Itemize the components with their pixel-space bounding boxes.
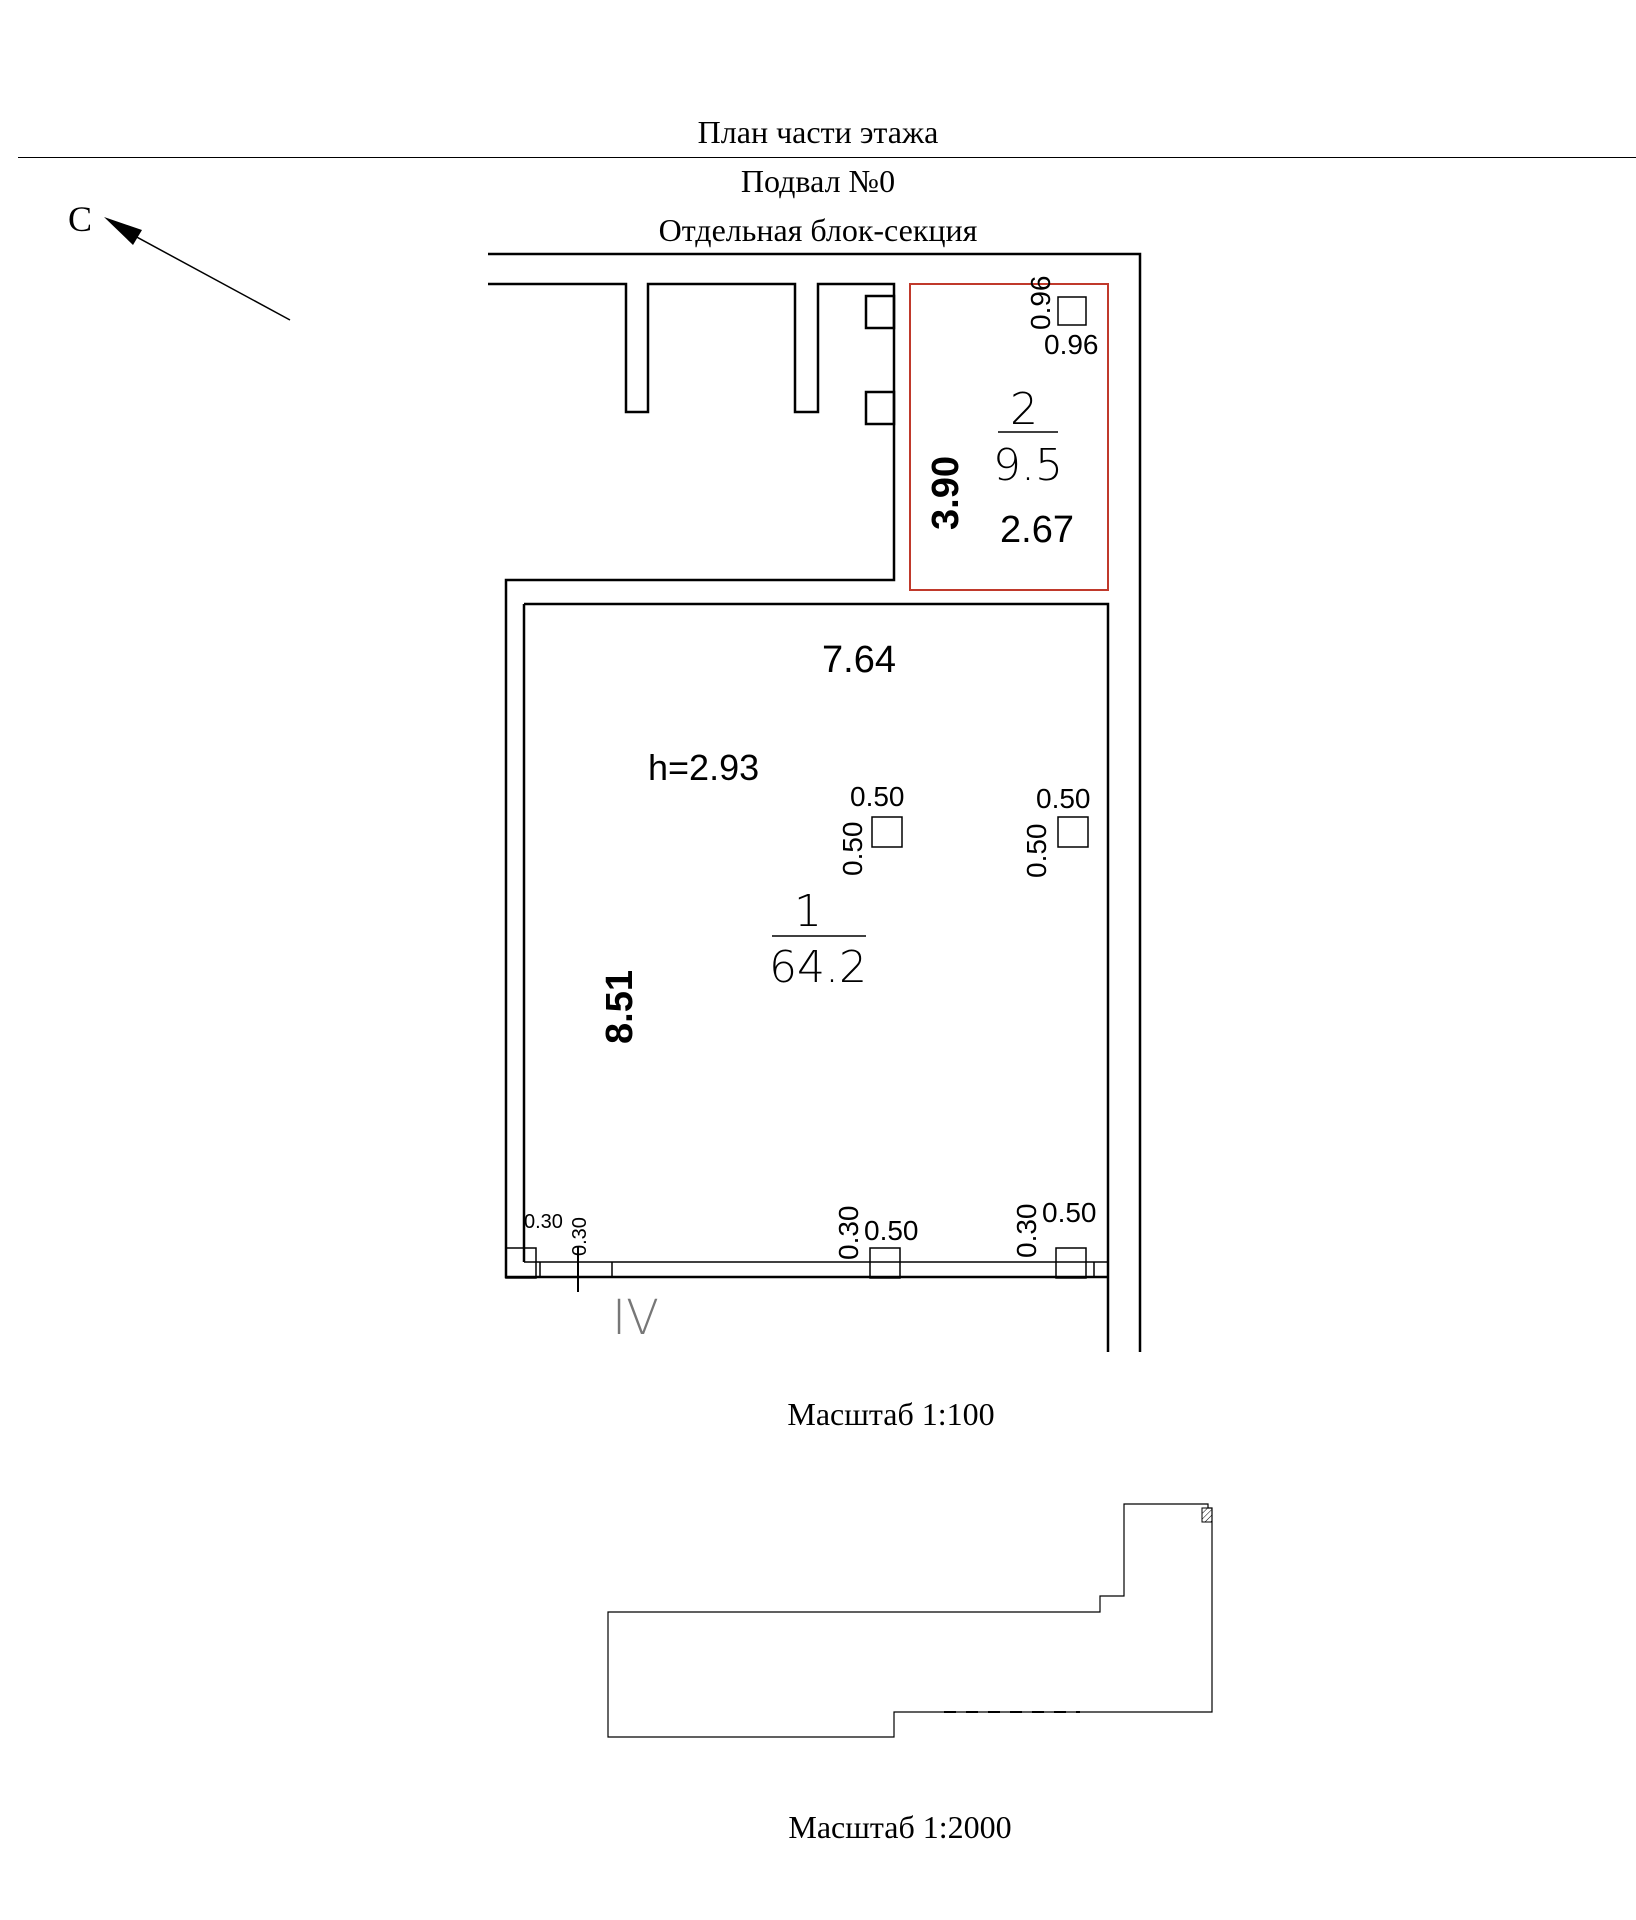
col-right-width: 0.50 [1036, 783, 1091, 814]
column-corner [505, 1247, 537, 1279]
niche-2 [864, 390, 896, 426]
room1-width-dim: 7.64 [822, 639, 896, 681]
column-mid [871, 816, 903, 848]
col-mid-height: 0.50 [837, 822, 868, 877]
bottom-col1-width: 0.50 [864, 1215, 919, 1246]
room2-height-dim: 3.90 [925, 456, 967, 530]
inner-top-wall [488, 282, 1108, 1279]
key-plan-hatch [1201, 1507, 1213, 1523]
bottom-col1-height: 0.30 [833, 1206, 864, 1261]
bottom-col2-height: 0.30 [1011, 1204, 1042, 1259]
bottom-col2-width: 0.50 [1042, 1197, 1097, 1228]
floor-label: Подвал №0 [740, 163, 896, 199]
north-arrow-line [119, 227, 291, 321]
col-right-height: 0.50 [1021, 824, 1052, 879]
key-plan-outline [607, 1503, 1213, 1738]
column-bottom-1 [869, 1247, 901, 1279]
corner-height: 0.30 [569, 1217, 591, 1256]
room1-number: 1 [794, 886, 822, 937]
north-arrow: С [68, 199, 291, 321]
column-bottom-2 [1055, 1247, 1087, 1279]
col-mid-width: 0.50 [850, 781, 905, 812]
walls [488, 252, 1142, 1352]
north-label: С [68, 199, 92, 239]
columns [505, 296, 1089, 1279]
plan-title: План части этажа [697, 114, 939, 150]
niche-1 [864, 294, 896, 330]
corner-width: 0.30 [524, 1211, 563, 1233]
room2-outline [909, 283, 1109, 591]
column-right [1057, 816, 1089, 848]
axis-label: IV [612, 1290, 659, 1346]
ceiling-height: h=2.93 [648, 747, 759, 788]
room1-length-dim: 8.51 [599, 970, 641, 1044]
outer-wall [488, 252, 1142, 1352]
title-rule [18, 157, 1636, 158]
room2-number: 2 [1010, 384, 1038, 435]
room1-inner-wall [524, 602, 1110, 1352]
room2-area: 9.5 [993, 440, 1063, 491]
north-arrow-head [104, 217, 142, 245]
section-label: Отдельная блок-секция [658, 212, 978, 248]
key-plan [607, 1503, 1213, 1738]
room2-width-dim: 2.67 [1000, 509, 1074, 551]
room2-col-dim-a: 0.96 [1025, 276, 1056, 331]
room2-col-dim-b: 0.96 [1044, 329, 1099, 360]
room1-area: 64.2 [769, 942, 867, 993]
scale-main: Масштаб 1:100 [787, 1396, 995, 1432]
scale-key: Масштаб 1:2000 [788, 1809, 1012, 1845]
column-room2 [1057, 296, 1087, 326]
